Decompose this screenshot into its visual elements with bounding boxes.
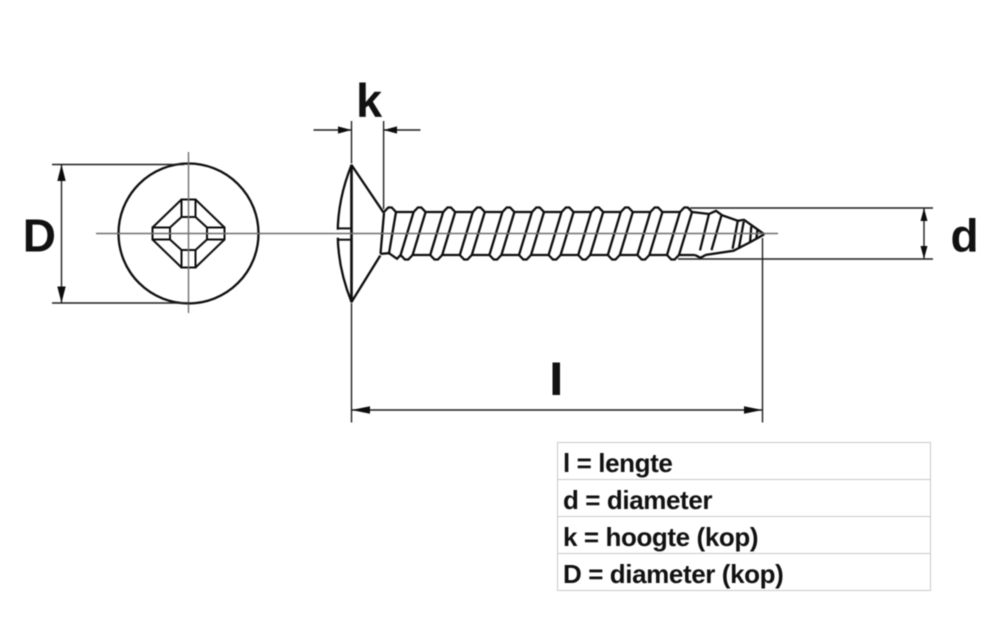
svg-text:d: d [951, 210, 979, 262]
svg-text:k: k [356, 74, 383, 127]
svg-text:D: D [23, 210, 56, 262]
